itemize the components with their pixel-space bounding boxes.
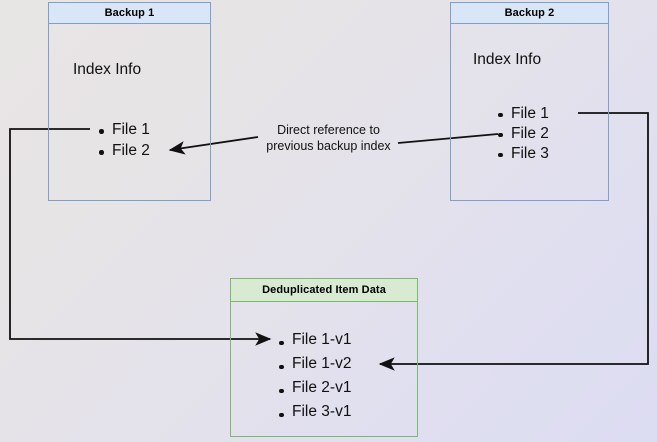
edge-label-line-2: previous backup index (266, 139, 391, 153)
node-dedup-header[interactable]: Deduplicated Item Data (230, 278, 418, 302)
list-item[interactable]: File 2-v1 (279, 379, 351, 403)
node-dedup-file-list: File 1-v1 File 1-v2 File 2-v1 File 3-v1 (279, 331, 351, 427)
edge-label-direct-reference: Direct reference to previous backup inde… (251, 122, 406, 154)
list-item[interactable]: File 3 (498, 145, 549, 165)
node-backup1-file-list: File 1 File 2 (99, 121, 150, 163)
edge-label-line-1: Direct reference to (277, 123, 380, 137)
node-backup2[interactable] (450, 2, 609, 201)
list-item[interactable]: File 2 (99, 142, 150, 163)
list-item[interactable]: File 2 (498, 125, 549, 145)
node-backup1[interactable] (48, 2, 211, 201)
node-backup2-header[interactable]: Backup 2 (450, 2, 609, 24)
list-item[interactable]: File 3-v1 (279, 403, 351, 427)
list-item[interactable]: File 1-v2 (279, 355, 351, 379)
node-dedup-header-label: Deduplicated Item Data (262, 284, 386, 296)
node-backup1-header[interactable]: Backup 1 (48, 2, 211, 24)
node-backup2-header-label: Backup 2 (504, 7, 555, 19)
node-backup2-file-list: File 1 File 2 File 3 (498, 105, 549, 165)
node-backup1-index-info: Index Info (73, 61, 142, 78)
list-item[interactable]: File 1-v1 (279, 331, 351, 355)
list-item[interactable]: File 1 (99, 121, 150, 142)
list-item[interactable]: File 1 (498, 105, 549, 125)
node-backup2-index-info: Index Info (473, 51, 542, 68)
node-backup1-header-label: Backup 1 (104, 7, 155, 19)
